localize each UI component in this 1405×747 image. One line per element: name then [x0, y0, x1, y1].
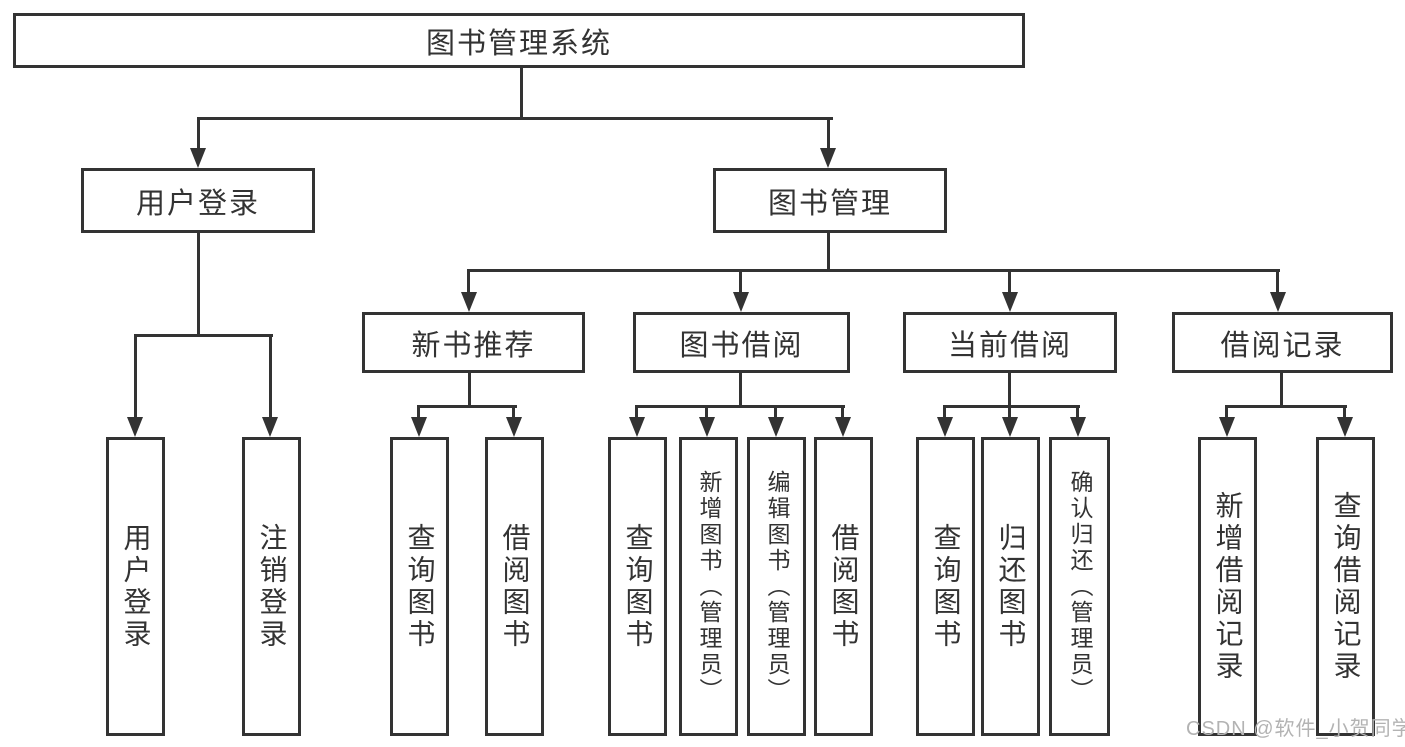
connector-line: [417, 405, 420, 417]
arrow-down-icon: [820, 148, 836, 168]
leaf-user-login: 用户登录: [106, 437, 165, 736]
connector-line: [739, 269, 742, 292]
arrow-down-icon: [1070, 417, 1086, 437]
leaf-label: 归还图书: [995, 522, 1027, 651]
leaf-add-borrow-record: 新增借阅记录: [1198, 437, 1257, 736]
leaf-label: 借阅图书: [828, 522, 860, 651]
leaf-label: 用户登录: [120, 522, 152, 651]
connector-line: [1008, 405, 1011, 417]
leaf-label: 新增图书（管理员）: [696, 469, 722, 704]
arrow-down-icon: [1337, 417, 1353, 437]
leaf-query-books-recommend: 查询图书: [390, 437, 449, 736]
arrow-down-icon: [1002, 417, 1018, 437]
leaf-query-books-current: 查询图书: [916, 437, 975, 736]
node-label: 图书管理系统: [425, 27, 612, 60]
leaf-label: 查询图书: [622, 522, 654, 651]
connector-line: [1276, 269, 1279, 292]
connector-line: [1226, 405, 1347, 408]
leaf-label: 新增借阅记录: [1212, 490, 1244, 683]
leaf-label: 查询图书: [930, 522, 962, 651]
node-label: 图书借阅: [679, 329, 804, 362]
leaf-label: 确认归还（管理员）: [1067, 469, 1093, 704]
leaf-label: 借阅图书: [499, 522, 531, 651]
arrow-down-icon: [733, 292, 749, 312]
arrow-down-icon: [411, 417, 427, 437]
connector-line: [1008, 269, 1011, 292]
connector-line: [635, 405, 638, 417]
node-label: 当前借阅: [947, 329, 1072, 362]
connector-line: [134, 334, 137, 417]
arrow-down-icon: [1002, 292, 1018, 312]
arrow-down-icon: [835, 417, 851, 437]
connector-line: [943, 405, 1080, 408]
leaf-query-borrow-record: 查询借阅记录: [1316, 437, 1375, 736]
connector-line: [1343, 405, 1346, 417]
arrow-down-icon: [190, 148, 206, 168]
arrow-down-icon: [1270, 292, 1286, 312]
connector-line: [827, 117, 830, 148]
node-label: 借阅记录: [1220, 329, 1345, 362]
node-label: 图书管理: [767, 187, 892, 220]
arrow-down-icon: [127, 417, 143, 437]
connector-line: [774, 405, 777, 417]
arrow-down-icon: [768, 417, 784, 437]
node-book-management: 图书管理: [713, 168, 947, 233]
leaf-confirm-return-admin: 确认归还（管理员）: [1049, 437, 1110, 736]
leaf-label: 查询借阅记录: [1330, 490, 1362, 683]
arrow-down-icon: [1219, 417, 1235, 437]
connector-line: [468, 269, 1280, 272]
connector-line: [512, 405, 515, 417]
connector-line: [635, 405, 845, 408]
connector-line: [197, 233, 200, 335]
arrow-down-icon: [629, 417, 645, 437]
leaf-borrow-books: 借阅图书: [814, 437, 873, 736]
node-book-borrowing: 图书借阅: [633, 312, 850, 373]
leaf-query-books-borrowing: 查询图书: [608, 437, 667, 736]
connector-line: [739, 373, 742, 408]
node-label: 用户登录: [135, 187, 260, 220]
connector-line: [1008, 373, 1011, 408]
connector-line: [418, 405, 517, 408]
connector-line: [841, 405, 844, 417]
node-label: 新书推荐: [411, 329, 536, 362]
leaf-borrow-books-recommend: 借阅图书: [485, 437, 544, 736]
leaf-label: 编辑图书（管理员）: [764, 469, 790, 704]
node-library-management-system: 图书管理系统: [13, 13, 1025, 68]
connector-line: [468, 373, 471, 408]
leaf-add-book-admin: 新增图书（管理员）: [679, 437, 738, 736]
connector-line: [827, 233, 830, 272]
leaf-return-book: 归还图书: [981, 437, 1040, 736]
connector-line: [943, 405, 946, 417]
arrow-down-icon: [262, 417, 278, 437]
leaf-logout: 注销登录: [242, 437, 301, 736]
connector-line: [134, 334, 273, 337]
leaf-label: 注销登录: [256, 522, 288, 651]
node-current-borrowing: 当前借阅: [903, 312, 1117, 373]
leaf-label: 查询图书: [404, 522, 436, 651]
arrow-down-icon: [699, 417, 715, 437]
connector-line: [269, 334, 272, 417]
node-user-login: 用户登录: [81, 168, 315, 233]
node-borrowing-records: 借阅记录: [1172, 312, 1393, 373]
connector-line: [1076, 405, 1079, 417]
connector-line: [1280, 373, 1283, 408]
arrow-down-icon: [506, 417, 522, 437]
connector-line: [197, 117, 200, 148]
arrow-down-icon: [461, 292, 477, 312]
connector-line: [467, 269, 470, 292]
connector-line: [1225, 405, 1228, 417]
arrow-down-icon: [937, 417, 953, 437]
connector-line: [197, 117, 833, 120]
node-new-book-recommend: 新书推荐: [362, 312, 585, 373]
connector-line: [520, 68, 523, 119]
connector-line: [705, 405, 708, 417]
watermark: CSDN @软件_小贺同学: [1186, 718, 1405, 740]
leaf-edit-book-admin: 编辑图书（管理员）: [747, 437, 806, 736]
